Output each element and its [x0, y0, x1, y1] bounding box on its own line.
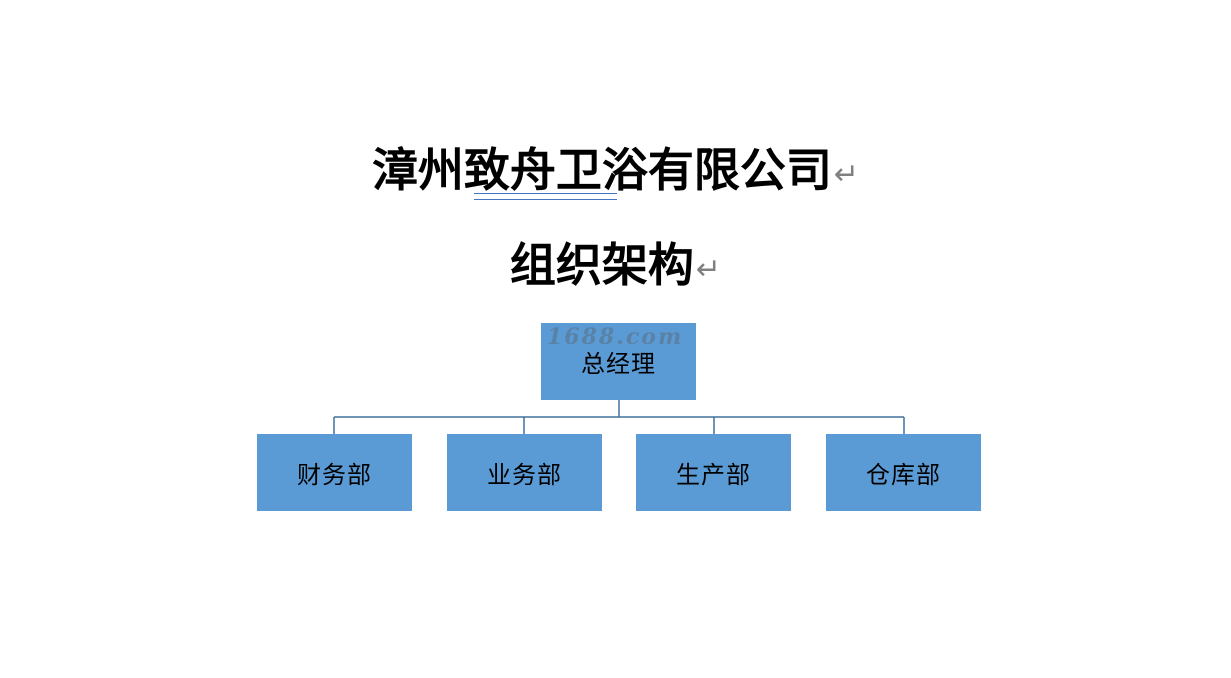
paragraph-return-icon: ↵	[833, 157, 860, 192]
org-node-warehouse[interactable]: 仓库部	[826, 434, 981, 511]
org-node-label: 生产部	[676, 461, 751, 489]
watermark: 1688.com	[547, 324, 684, 350]
org-node-label: 仓库部	[866, 461, 941, 489]
org-node-general-manager[interactable]: 总经理	[541, 323, 696, 400]
company-name: 漳州致舟卫浴有限公司	[371, 143, 832, 197]
org-node-label: 总经理	[581, 350, 656, 378]
chart-title-text: 组织架构	[509, 238, 694, 292]
org-node-finance[interactable]: 财务部	[257, 434, 412, 511]
chart-title: 组织架构↵	[0, 237, 1231, 298]
org-node-label: 财务部	[297, 461, 372, 489]
company-title: 漳州致舟卫浴有限公司↵	[0, 142, 1231, 203]
paragraph-return-icon: ↵	[695, 252, 722, 287]
spellcheck-underline	[474, 193, 617, 200]
org-node-sales[interactable]: 业务部	[447, 434, 602, 511]
org-node-label: 业务部	[487, 461, 562, 489]
org-node-production[interactable]: 生产部	[636, 434, 791, 511]
